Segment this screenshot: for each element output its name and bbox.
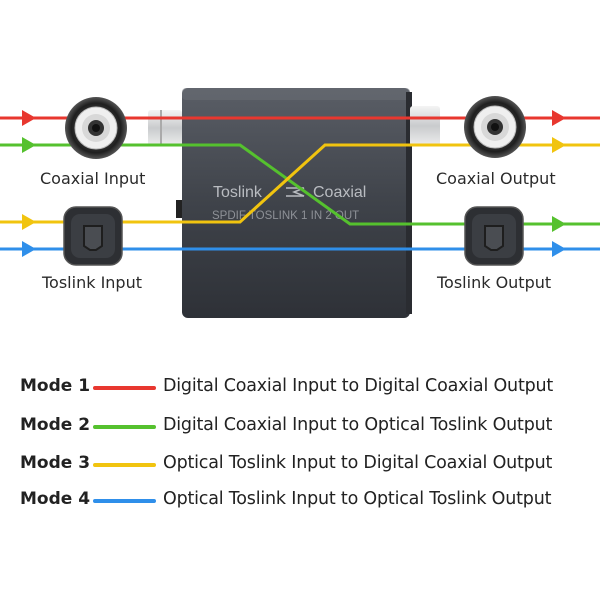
device-brand-left: Toslink xyxy=(213,184,263,201)
mode-description: Optical Toslink Input to Digital Coaxial… xyxy=(163,453,553,473)
arrowheads xyxy=(22,110,566,257)
converter-device xyxy=(176,88,412,318)
arrow-icon xyxy=(22,214,36,230)
arrow-icon xyxy=(552,216,566,232)
mode-row-2: Mode 2 Digital Coaxial Input to Optical … xyxy=(0,411,600,441)
arrow-icon xyxy=(22,241,36,257)
coaxial-input-jack-icon xyxy=(65,97,127,159)
mode-color-line xyxy=(93,463,156,467)
mode-name: Mode 1 xyxy=(20,376,91,396)
mode-name: Mode 2 xyxy=(20,415,91,435)
coaxial-input-sleeve xyxy=(148,110,182,146)
mode-name: Mode 3 xyxy=(20,453,91,473)
mode-row-4: Mode 4 Optical Toslink Input to Optical … xyxy=(0,485,600,515)
toslink-input-jack-icon xyxy=(63,206,123,266)
mode-color-line xyxy=(93,386,156,390)
arrow-icon xyxy=(22,110,36,126)
coaxial-output-jack-icon xyxy=(464,96,526,158)
coaxial-output-sleeve xyxy=(410,106,440,146)
arrow-icon xyxy=(552,110,566,126)
device-brand-right: Coaxial xyxy=(313,184,366,201)
mode-row-1: Mode 1 Digital Coaxial Input to Digital … xyxy=(0,372,600,402)
toslink-output-jack-icon xyxy=(464,206,524,266)
mode-description: Digital Coaxial Input to Digital Coaxial… xyxy=(163,376,554,396)
arrow-icon xyxy=(552,241,566,257)
mode-description: Optical Toslink Input to Optical Toslink… xyxy=(163,489,552,509)
mode-color-line xyxy=(93,425,156,429)
mode-name: Mode 4 xyxy=(20,489,91,509)
arrow-icon xyxy=(552,137,566,153)
arrow-icon xyxy=(22,137,36,153)
mode-description: Digital Coaxial Input to Optical Toslink… xyxy=(163,415,553,435)
signal-routing-diagram: Toslink Coaxial SPDIF TOSLINK 1 IN 2 OUT xyxy=(0,88,600,318)
toslink-output-label: Toslink Output xyxy=(437,273,552,292)
mode-color-line xyxy=(93,499,156,503)
coaxial-output-label: Coaxial Output xyxy=(436,169,556,188)
coaxial-input-label: Coaxial Input xyxy=(40,169,146,188)
toslink-input-label: Toslink Input xyxy=(42,273,142,292)
mode-row-3: Mode 3 Optical Toslink Input to Digital … xyxy=(0,449,600,479)
